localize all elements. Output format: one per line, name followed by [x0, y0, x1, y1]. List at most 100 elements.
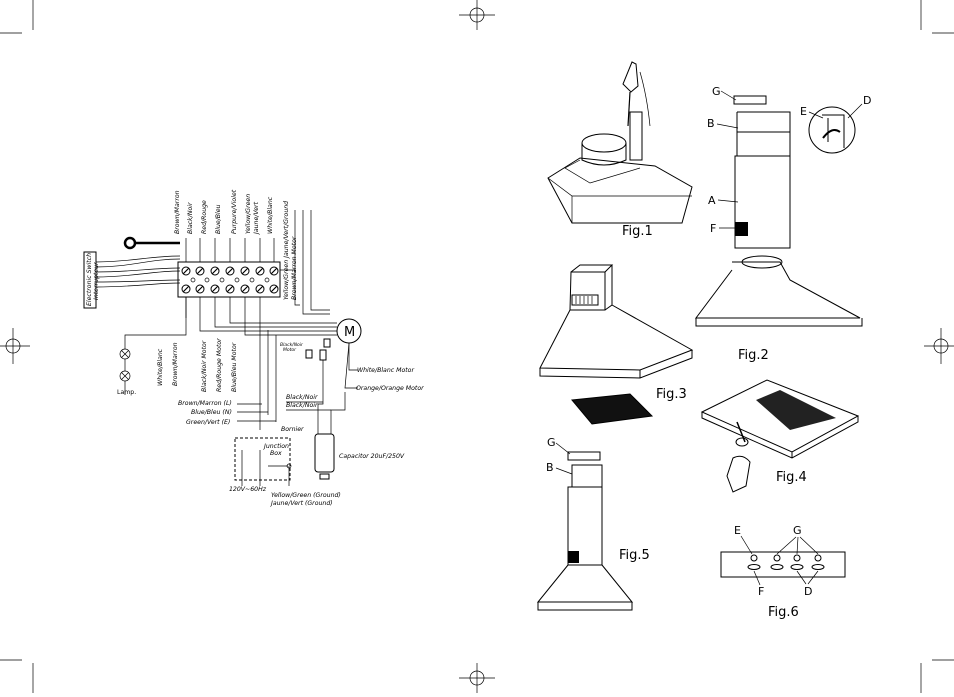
fig6-indicators — [747, 554, 825, 570]
fig6-letter-d: D — [804, 585, 812, 598]
fig5-letter-g: G — [547, 436, 556, 449]
switch-label: Electronic Switch — [85, 253, 93, 306]
fig3-hood — [539, 304, 694, 371]
figure-1: Fig.1 — [547, 61, 693, 239]
small-motor-label: Black/Noir — [280, 342, 304, 348]
fig1-bracket — [629, 111, 643, 161]
fig1-hood-edge — [547, 177, 692, 197]
fig1-hand — [622, 61, 639, 93]
wire-label-brown-motor: Brown/Marron Motor — [290, 236, 298, 300]
switch-label-fr: Interrupteur — [92, 262, 100, 300]
left-wire-white: White/Blanc — [156, 348, 164, 386]
small-connector-3 — [323, 338, 331, 348]
fig5-hood — [536, 564, 634, 603]
fig4-label: Fig.4 — [776, 470, 807, 485]
capacitor-leads — [286, 360, 346, 434]
registration-mark-right — [924, 328, 954, 364]
box-label: Box — [270, 450, 282, 457]
registration-mark-top — [459, 0, 495, 30]
terminal-screws — [181, 266, 279, 294]
wire-label-black: Black/Noir — [187, 202, 194, 234]
fig4-mesh — [756, 390, 836, 430]
fig2-upper-chimney — [736, 131, 791, 157]
fig5-lower-chimney — [567, 486, 603, 566]
small-motor-label2: Motor — [283, 347, 297, 353]
wire-label-red: Red/Rouge — [201, 200, 208, 234]
wire-label-jaune-vert: Jaune/Vert — [252, 201, 260, 236]
fig3-filter — [571, 393, 654, 425]
fig2-vent-f — [735, 222, 748, 236]
small-connector — [305, 349, 313, 359]
wiring-diagram: Electronic Switch Interrupteur — [83, 189, 424, 507]
motor-wire-black: Black/Noir Motor — [200, 340, 208, 392]
fig2-hood — [695, 261, 861, 319]
terminal-block — [177, 261, 281, 298]
ground-ring-terminal — [123, 236, 137, 250]
fig5-upper-chimney — [571, 464, 603, 488]
capacitor-label: Capacitor 20uF/250V — [339, 452, 405, 460]
figure-2: G B E D A F Fig.2 — [695, 85, 871, 363]
ground-label-1: Yellow/Green (Ground) — [271, 492, 341, 499]
figure-5: G B Fig.5 — [536, 436, 650, 611]
bornier-label: Bornier — [281, 426, 304, 433]
fig2-bracket-g — [733, 95, 767, 105]
fig1-blower — [581, 133, 627, 153]
motor-wire-blue: Blue/Bleu Motor — [230, 342, 238, 392]
lamp-label: Lamp. — [117, 389, 136, 396]
fig4-screw — [735, 437, 749, 447]
brown-l-label: Brown/Marron (L) — [178, 400, 232, 407]
fig2-label: Fig.2 — [738, 348, 769, 363]
capacitor — [314, 433, 335, 473]
top-wire-labels: Brown/Marron Black/Noir Red/Rouge Blue/B… — [174, 189, 298, 300]
motor-symbol: M — [344, 325, 355, 340]
fig5-bracket — [567, 451, 601, 461]
fig1-hood-top — [547, 157, 693, 224]
motor-wire-red: Red/Rouge Motor — [215, 338, 223, 392]
switch-wire-bundle — [95, 255, 181, 288]
capacitor-base — [319, 473, 330, 480]
fig6-letter-f: F — [758, 585, 764, 598]
wire-label-ground: Yellow/Green Jaune/Vert/Ground — [282, 201, 290, 300]
wire-label-yellow-green: Yellow/Green — [245, 194, 252, 234]
fig5-vent — [568, 551, 579, 563]
fig6-letter-g: G — [793, 524, 802, 537]
wire-label-purple: Purpure/Violet — [230, 189, 238, 234]
fig2-letter-d: D — [863, 94, 871, 107]
black-label-1: Black/Noir — [286, 394, 318, 401]
fig6-label: Fig.6 — [768, 605, 799, 620]
figure-4: Fig.4 — [700, 379, 860, 493]
fig6-control-panel — [720, 551, 846, 578]
registration-mark-bottom — [459, 663, 495, 693]
fig3-vent-slots — [575, 296, 593, 304]
fig1-label: Fig.1 — [622, 224, 653, 239]
fig2-letter-f: F — [710, 222, 716, 235]
wire-label-blue: Blue/Bleu — [215, 204, 222, 234]
top-wire-lines — [185, 210, 330, 315]
ground-label-2: Jaune/Vert (Ground) — [269, 499, 333, 507]
registration-mark-left — [0, 328, 30, 364]
supply-label: 120V~60Hz — [229, 486, 267, 493]
fig5-label: Fig.5 — [619, 548, 650, 563]
black-label-2: Black/Noir — [286, 402, 318, 409]
fig6-letter-e: E — [734, 524, 741, 537]
junction-wires — [241, 450, 292, 486]
junction-box — [234, 437, 291, 481]
fig2-letter-a: A — [708, 194, 716, 207]
fig5-letter-b: B — [546, 461, 554, 474]
green-e-label: Green/Vert (E) — [186, 418, 230, 426]
fig3-label: Fig.3 — [656, 387, 687, 402]
left-wire-brown: Brown/Marron — [172, 342, 179, 386]
figure-3: Fig.3 — [539, 264, 694, 425]
white-motor-label: White/Blanc Motor — [357, 366, 414, 374]
fig3-chimney — [569, 271, 606, 311]
junction-label: Junction — [262, 442, 289, 450]
electronic-switch-box — [83, 251, 97, 309]
orange-motor-label: Orange/Orange Motor — [356, 384, 424, 392]
fig2-letter-g: G — [712, 85, 721, 98]
blue-n-label: Blue/Bleu (N) — [191, 409, 232, 416]
fig2-detail-circle — [808, 106, 856, 154]
supply-wires — [185, 297, 277, 430]
